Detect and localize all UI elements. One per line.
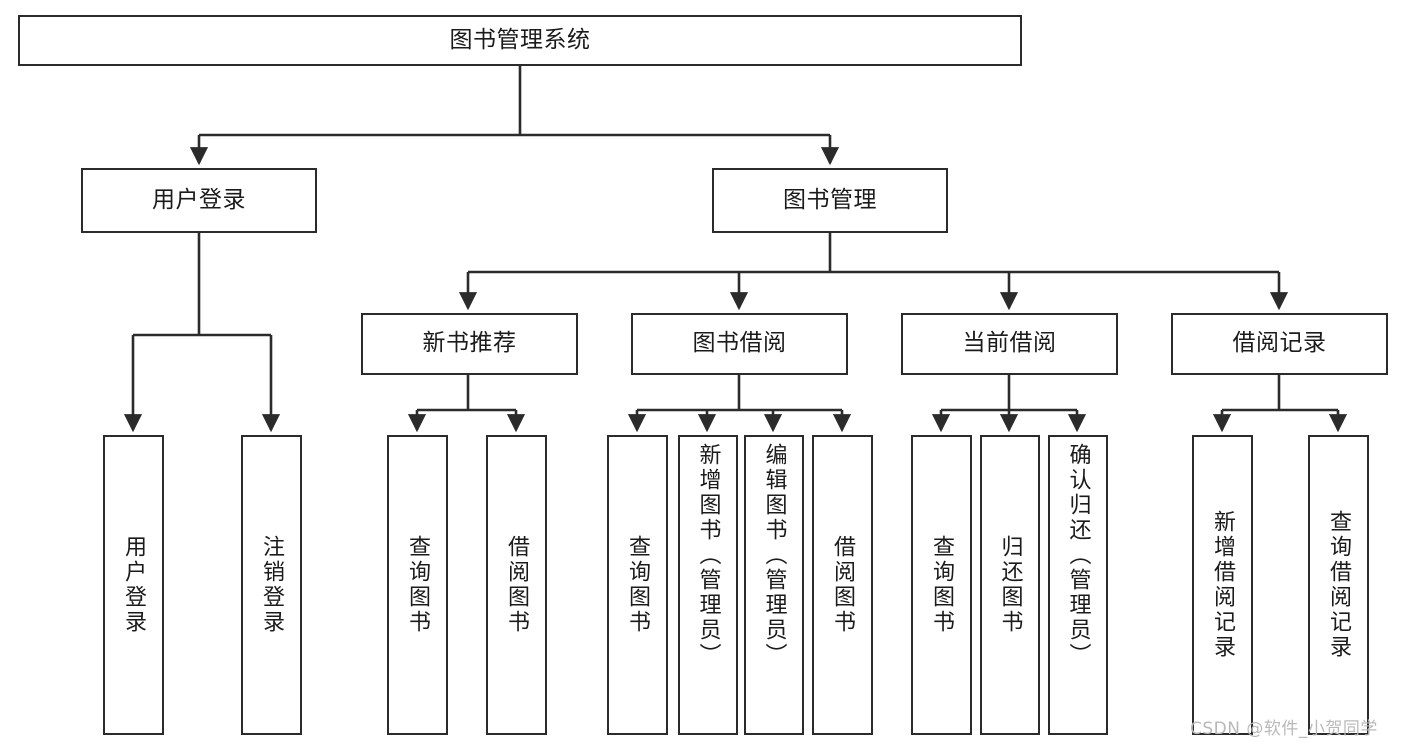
node-book-borrow-label: 图书借阅 [692,330,787,357]
node-leaf-query-record-label: 查询借阅记录 [1326,510,1352,660]
node-leaf-user-logout-label: 注销登录 [259,535,285,635]
node-leaf-edit-book-label: 编辑图书（管理员） [761,443,787,668]
node-leaf-user-login-label: 用户登录 [121,535,147,635]
node-leaf-query-record[interactable]: 查询借阅记录 [1308,435,1369,735]
node-new-book-recommend-label: 新书推荐 [422,330,517,357]
node-leaf-add-book[interactable]: 新增图书（管理员） [678,435,738,735]
node-leaf-query-book-3[interactable]: 查询图书 [911,435,972,735]
node-user-login[interactable]: 用户登录 [81,168,317,233]
node-leaf-borrow-book-1-label: 借阅图书 [504,535,530,635]
node-leaf-query-book-2-label: 查询图书 [625,535,651,635]
node-current-borrow-label: 当前借阅 [962,330,1057,357]
node-leaf-return-book-label: 归还图书 [997,535,1023,635]
node-new-book-recommend[interactable]: 新书推荐 [361,313,578,375]
node-leaf-return-book[interactable]: 归还图书 [980,435,1040,735]
node-leaf-borrow-book-1[interactable]: 借阅图书 [486,435,547,735]
node-leaf-user-login[interactable]: 用户登录 [103,435,164,735]
node-leaf-user-logout[interactable]: 注销登录 [241,435,302,735]
node-leaf-add-record[interactable]: 新增借阅记录 [1192,435,1253,735]
node-user-login-label: 用户登录 [152,186,246,213]
node-leaf-query-book-2[interactable]: 查询图书 [607,435,668,735]
node-book-management[interactable]: 图书管理 [712,168,948,233]
node-leaf-edit-book[interactable]: 编辑图书（管理员） [744,435,804,735]
node-book-management-label: 图书管理 [783,186,877,213]
node-leaf-query-book-1[interactable]: 查询图书 [387,435,448,735]
node-leaf-borrow-book-2[interactable]: 借阅图书 [812,435,873,735]
node-leaf-add-record-label: 新增借阅记录 [1210,510,1236,660]
node-root-label: 图书管理系统 [449,26,591,53]
node-leaf-confirm-return-label: 确认归还（管理员） [1065,443,1091,668]
node-leaf-query-book-1-label: 查询图书 [405,535,431,635]
node-leaf-confirm-return[interactable]: 确认归还（管理员） [1048,435,1108,735]
node-borrow-record-label: 借阅记录 [1232,330,1327,357]
node-root[interactable]: 图书管理系统 [18,15,1022,66]
node-leaf-add-book-label: 新增图书（管理员） [695,443,721,668]
node-book-borrow[interactable]: 图书借阅 [631,313,848,375]
watermark-text: CSDN @软件_小贺同学 [1190,719,1378,739]
node-borrow-record[interactable]: 借阅记录 [1171,313,1388,375]
node-leaf-query-book-3-label: 查询图书 [929,535,955,635]
node-leaf-borrow-book-2-label: 借阅图书 [830,535,856,635]
node-current-borrow[interactable]: 当前借阅 [901,313,1118,375]
